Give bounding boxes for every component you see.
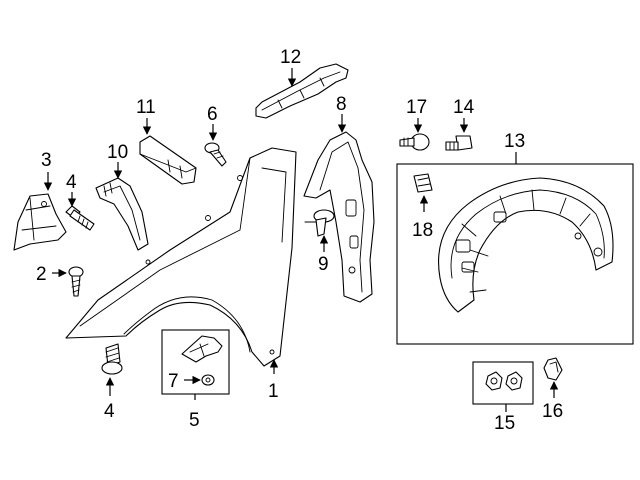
clip-part-17	[399, 133, 430, 151]
callout-4-lower: 4	[104, 401, 115, 422]
callout-12: 12	[280, 47, 301, 68]
callout-17: 17	[406, 97, 427, 118]
clip-part-9	[304, 209, 335, 237]
callout-5: 5	[189, 410, 200, 431]
callout-1: 1	[268, 381, 279, 402]
nut-set-frame	[472, 361, 534, 405]
leader-lines	[43, 68, 559, 412]
nut-part-15	[485, 371, 523, 391]
callout-9: 9	[318, 254, 329, 275]
callout-2: 2	[36, 264, 47, 285]
callout-8: 8	[336, 94, 347, 115]
wheelhouse-liner-frame	[396, 163, 634, 345]
insulator-part	[139, 135, 197, 185]
screw-part	[68, 266, 84, 297]
callout-11: 11	[136, 97, 156, 118]
callout-14: 14	[453, 97, 475, 118]
bolt-part-lower	[101, 343, 123, 375]
callout-6: 6	[207, 104, 218, 125]
seal-part	[95, 177, 149, 251]
seal-strip-part	[255, 63, 349, 119]
clip-part-14	[445, 135, 473, 151]
callout-4-upper: 4	[66, 172, 77, 193]
callout-10: 10	[107, 142, 128, 163]
callout-labels: 1 2 3 4 4 5 6 7 8 9 10 11 12 13 14 15 16…	[36, 47, 563, 434]
grommet-part-16	[543, 357, 563, 381]
fender-part	[65, 147, 297, 367]
clip-part-18	[413, 173, 433, 193]
bracket-part-7	[181, 335, 223, 386]
callout-7: 7	[168, 371, 179, 392]
callout-16: 16	[542, 401, 563, 422]
callout-3: 3	[41, 150, 52, 171]
wheelhouse-liner-part	[438, 177, 614, 313]
screw-part-6	[204, 142, 227, 167]
liner-part	[303, 131, 375, 303]
callout-15: 15	[494, 413, 515, 434]
callout-18: 18	[412, 220, 433, 241]
bracket-part	[13, 193, 67, 251]
callout-13: 13	[504, 131, 525, 152]
bolt-part-upper	[65, 205, 95, 231]
